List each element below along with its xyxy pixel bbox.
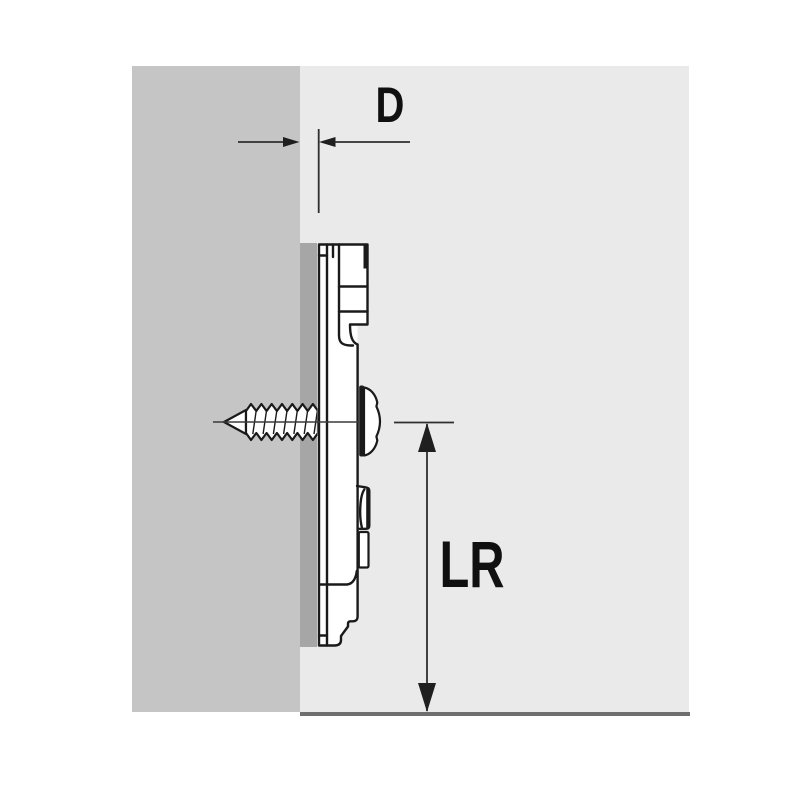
plate-fill-top xyxy=(317,245,368,325)
plate-fill-body xyxy=(317,325,358,617)
mounting-plate xyxy=(317,243,371,647)
dimension-d-arrow-right-pointing xyxy=(283,137,300,147)
plate-top-edge-thick xyxy=(363,244,369,269)
screw-head-dome xyxy=(362,386,382,457)
plate-fold-line xyxy=(318,569,358,586)
ground-line xyxy=(300,712,690,716)
dimension-d-arrow-left-pointing xyxy=(319,137,336,147)
cabinet-side-panel xyxy=(132,66,300,712)
dimension-lr-label: LR xyxy=(439,528,504,602)
plate-upper-tab-arc xyxy=(358,488,366,529)
dimension-d-label: D xyxy=(376,77,405,133)
plate-lower-tab xyxy=(357,530,370,569)
plate-upper-tab-edge xyxy=(366,488,370,529)
plate-arm-line xyxy=(337,243,355,347)
screw-head xyxy=(359,385,382,457)
dimension-d-label-group: D xyxy=(376,77,405,133)
screw-head-flange xyxy=(359,385,365,457)
panel-edge-strip xyxy=(300,243,317,647)
dimension-lr-label-group: LR xyxy=(439,528,504,602)
dimension-lr-arrow-down xyxy=(418,683,436,712)
dimension-lr xyxy=(394,421,454,712)
plate-outline xyxy=(317,243,369,647)
dimension-d xyxy=(238,129,410,213)
dimension-lr-arrow-up xyxy=(418,423,436,452)
